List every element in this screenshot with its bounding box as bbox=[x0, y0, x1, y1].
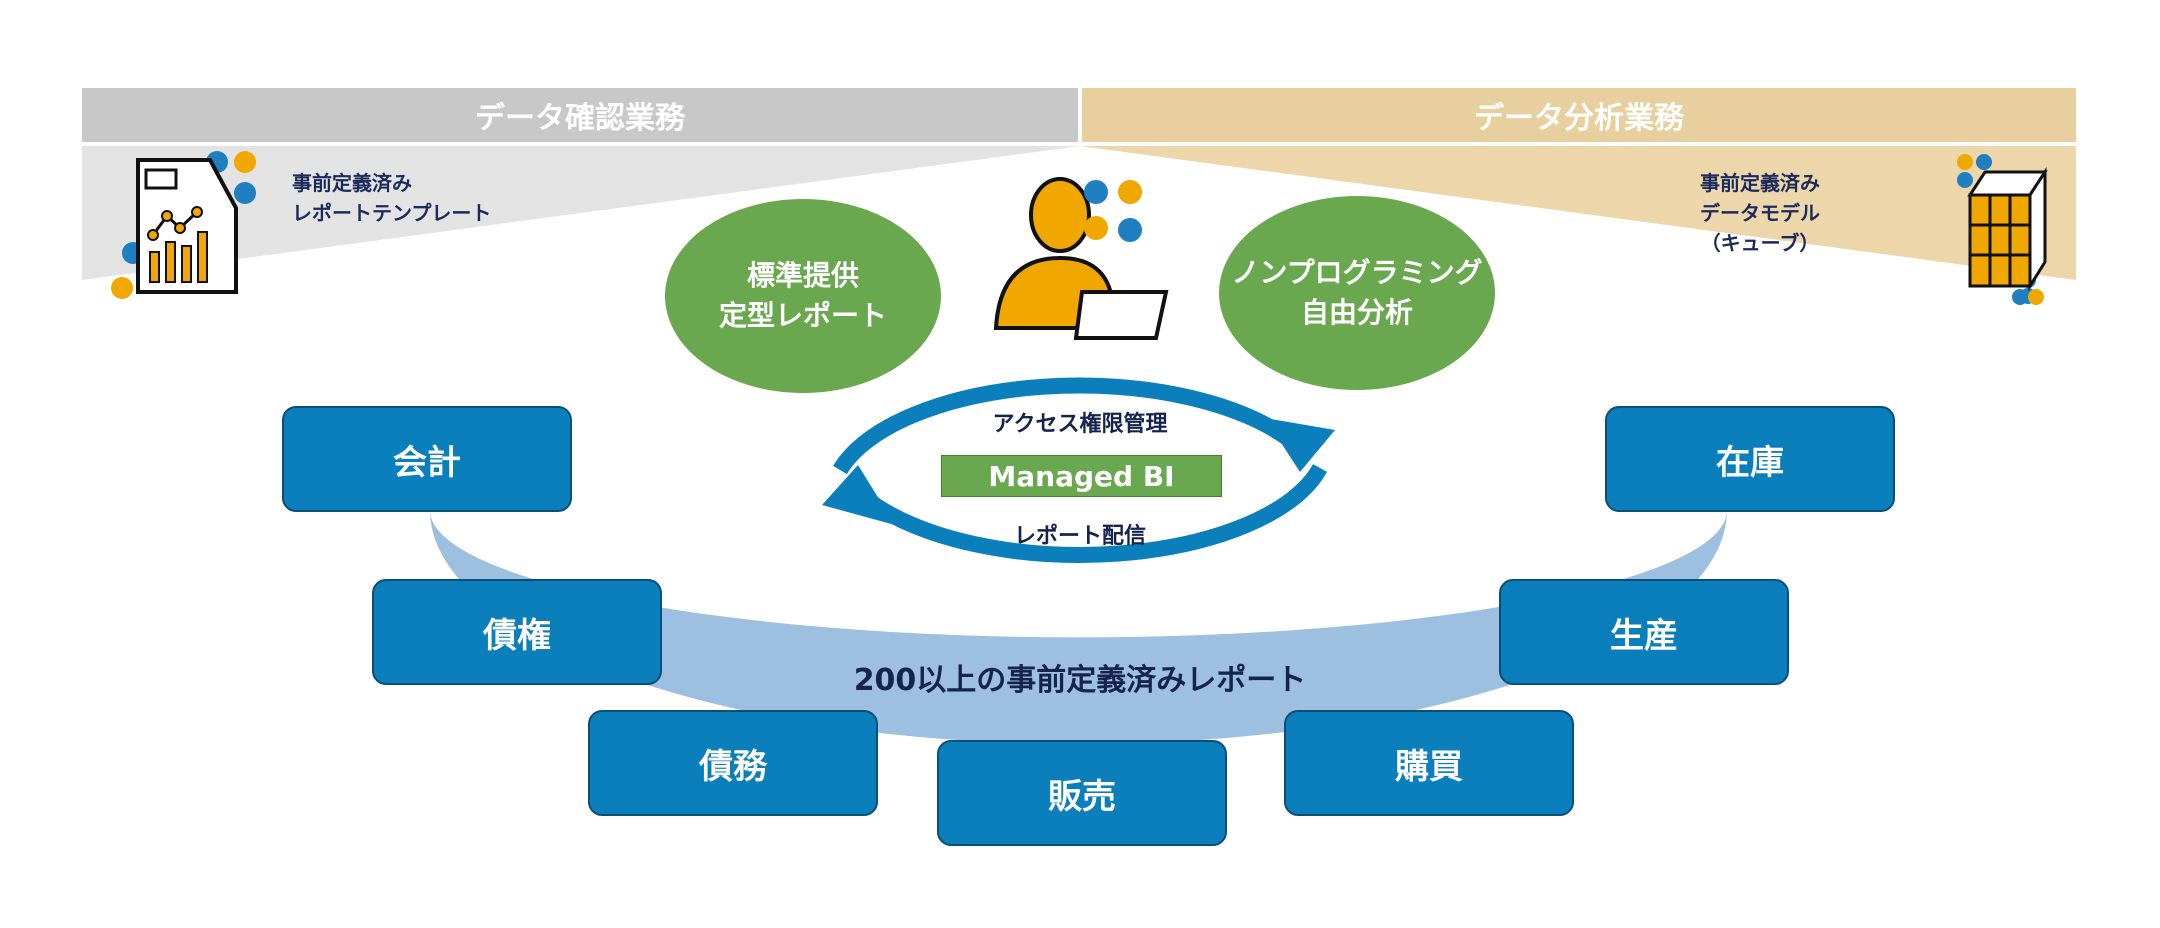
standard-report-circle: 標準提供 定型レポート bbox=[665, 256, 941, 336]
label-line: （キューブ） bbox=[1700, 231, 1820, 255]
right-funnel bbox=[1080, 146, 2076, 280]
circle-line: 自由分析 bbox=[1300, 296, 1413, 329]
arrowhead-left bbox=[822, 465, 895, 525]
module-purchasing: 購買 bbox=[1284, 710, 1574, 816]
module-sales: 販売 bbox=[937, 740, 1227, 846]
module-payables: 債務 bbox=[588, 710, 878, 816]
report-distribution-label: レポート配信 bbox=[1013, 524, 1146, 549]
circle-line: ノンプログラミング bbox=[1231, 256, 1483, 289]
label-line: 事前定義済み bbox=[292, 171, 412, 195]
green-circle-left bbox=[665, 199, 941, 393]
cycle-arrow-top bbox=[833, 377, 1295, 475]
header-data-analysis: データ分析業務 bbox=[1082, 88, 2076, 142]
label-line: データモデル bbox=[1700, 201, 1820, 225]
circle-line: 標準提供 bbox=[746, 259, 859, 292]
module-inventory: 在庫 bbox=[1605, 406, 1895, 512]
data-cube-icon bbox=[1957, 154, 2048, 305]
data-model-label: 事前定義済み データモデル （キューブ） bbox=[1700, 168, 1820, 258]
report-template-icon bbox=[111, 151, 256, 299]
user-icon bbox=[993, 177, 1169, 340]
module-accounting: 会計 bbox=[282, 406, 572, 512]
circle-line: 定型レポート bbox=[718, 299, 887, 332]
header-data-check: データ確認業務 bbox=[82, 88, 1078, 142]
predefined-reports-label: 200以上の事前定義済みレポート bbox=[853, 663, 1307, 698]
managed-bi-badge: Managed BI bbox=[941, 455, 1222, 497]
green-circle-right bbox=[1219, 196, 1495, 390]
arrowhead-right bbox=[1265, 418, 1335, 472]
access-control-label: アクセス権限管理 bbox=[992, 412, 1168, 437]
report-template-label: 事前定義済み レポートテンプレート bbox=[292, 168, 491, 228]
left-funnel bbox=[82, 146, 1080, 280]
free-analysis-circle: ノンプログラミング 自由分析 bbox=[1219, 253, 1495, 333]
module-production: 生産 bbox=[1499, 579, 1789, 685]
cycle-arrow-bottom bbox=[863, 464, 1328, 563]
report-ribbon bbox=[430, 510, 1727, 745]
module-receivables: 債権 bbox=[372, 579, 662, 685]
label-line: 事前定義済み bbox=[1700, 171, 1820, 195]
label-line: レポートテンプレート bbox=[292, 201, 492, 225]
